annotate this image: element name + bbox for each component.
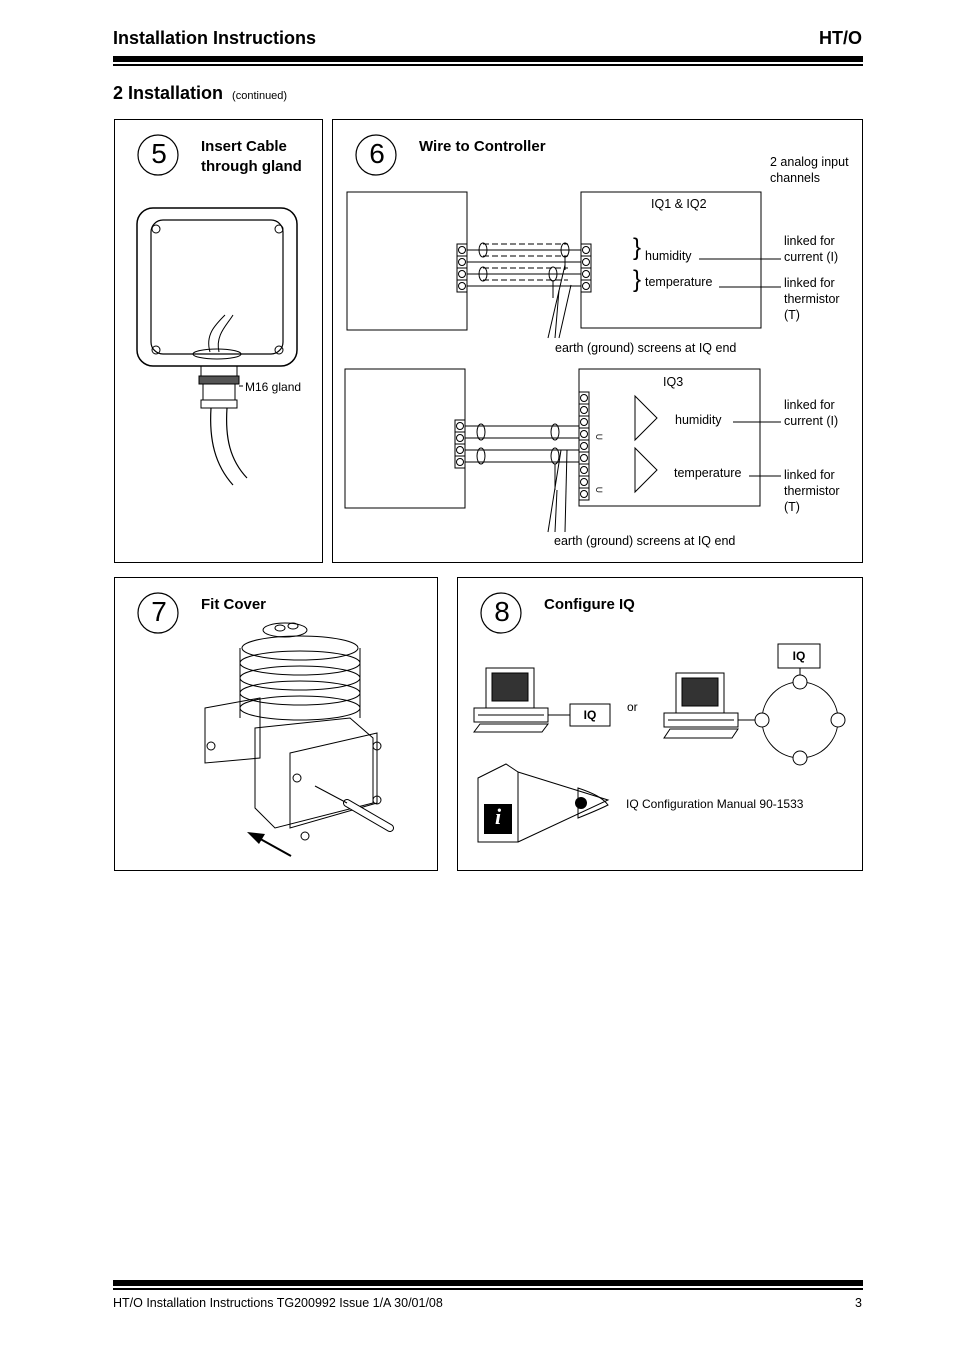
step-6-panel: } } ⊂ ⊂ 6 Wire to Controller 2 analog in… <box>332 119 863 563</box>
step-6-title: Wire to Controller <box>419 138 546 155</box>
terminal-screw <box>580 406 588 414</box>
top-device-label: IQ1 & IQ2 <box>651 197 707 211</box>
bottom-linked-thermistor: linked for thermistor (T) <box>784 468 840 514</box>
terminal <box>578 487 590 501</box>
svg-text:}: } <box>633 266 641 293</box>
header-rule-thin <box>113 64 863 66</box>
terminal-screw <box>580 490 588 498</box>
top-humidity-label: humidity <box>645 249 692 263</box>
terminal-screw <box>458 270 466 278</box>
terminal-screw <box>580 418 588 426</box>
step-7-number: 7 <box>151 596 167 627</box>
terminal-screw <box>582 270 590 278</box>
terminal-screw <box>456 446 464 454</box>
terminal-screw <box>580 478 588 486</box>
header-rule <box>113 56 863 62</box>
terminal-screw <box>456 422 464 430</box>
step-6-diagram: } } ⊂ ⊂ <box>344 134 781 533</box>
top-temperature-label: temperature <box>645 275 713 289</box>
terminal-screw <box>580 442 588 450</box>
svg-text:}: } <box>633 234 641 261</box>
channels-note: 2 analog input channels <box>770 155 849 185</box>
terminal-screw <box>580 454 588 462</box>
manual-reference: IQ Configuration Manual 90-1533 <box>626 797 804 811</box>
footer-rule-thin <box>113 1288 863 1290</box>
step-7-panel: 7 Fit Cover <box>114 577 438 871</box>
page-number: 3 <box>855 1296 862 1310</box>
document-title: Installation Instructions <box>113 28 317 48</box>
or-text: or <box>627 700 638 714</box>
step-8-illustration <box>473 592 846 843</box>
terminal-screw <box>582 246 590 254</box>
terminal-screw <box>580 466 588 474</box>
step-5-illustration <box>136 134 298 486</box>
terminal-screw <box>456 458 464 466</box>
terminal-screw <box>580 430 588 438</box>
bottom-linked-current: linked for current (I) <box>784 398 839 428</box>
iq-box-2: IQ <box>792 649 806 663</box>
iq-box-1: IQ <box>583 708 597 722</box>
footer-text: HT/O Installation Instructions TG200992 … <box>113 1296 443 1310</box>
terminal-screw <box>458 258 466 266</box>
step-8-title: Configure IQ <box>544 596 635 613</box>
step-8-number: 8 <box>494 596 510 627</box>
footer-rule <box>113 1280 863 1286</box>
step-7-title: Fit Cover <box>201 596 267 613</box>
top-linked-current: linked for current (I) <box>784 234 839 264</box>
step-5-number: 5 <box>151 138 167 169</box>
terminal-screw <box>456 434 464 442</box>
terminal-screw <box>580 394 588 402</box>
section-note: (continued) <box>232 90 288 102</box>
terminal-screw <box>458 282 466 290</box>
step-5-title: Insert Cable through gland <box>201 138 302 175</box>
top-earth-note: earth (ground) screens at IQ end <box>555 341 737 355</box>
bottom-humidity-label: humidity <box>675 413 722 427</box>
terminal-screw <box>582 282 590 290</box>
product-code: HT/O <box>819 28 862 48</box>
bottom-earth-note: earth (ground) screens at IQ end <box>554 534 736 548</box>
section-heading: 2 Installation <box>113 83 224 103</box>
info-icon: i <box>494 804 502 829</box>
svg-text:⊂: ⊂ <box>595 432 603 443</box>
bottom-device-label: IQ3 <box>663 375 684 389</box>
step-7-illustration <box>137 592 394 857</box>
top-linked-thermistor: linked for thermistor (T) <box>784 276 840 322</box>
bottom-temperature-label: temperature <box>674 466 742 480</box>
step-6-number: 6 <box>369 138 385 169</box>
terminal-screw <box>458 246 466 254</box>
step-5-panel: 5 Insert Cable through gland M16 gland <box>114 119 323 563</box>
terminal-screw <box>582 258 590 266</box>
svg-text:⊂: ⊂ <box>595 485 603 496</box>
step-8-panel: 8 Configure IQ IQ or IQ i IQ Configurati… <box>457 577 863 871</box>
section-title: 2 Installation (continued) <box>113 83 287 104</box>
gland-label: M16 gland <box>245 380 302 394</box>
